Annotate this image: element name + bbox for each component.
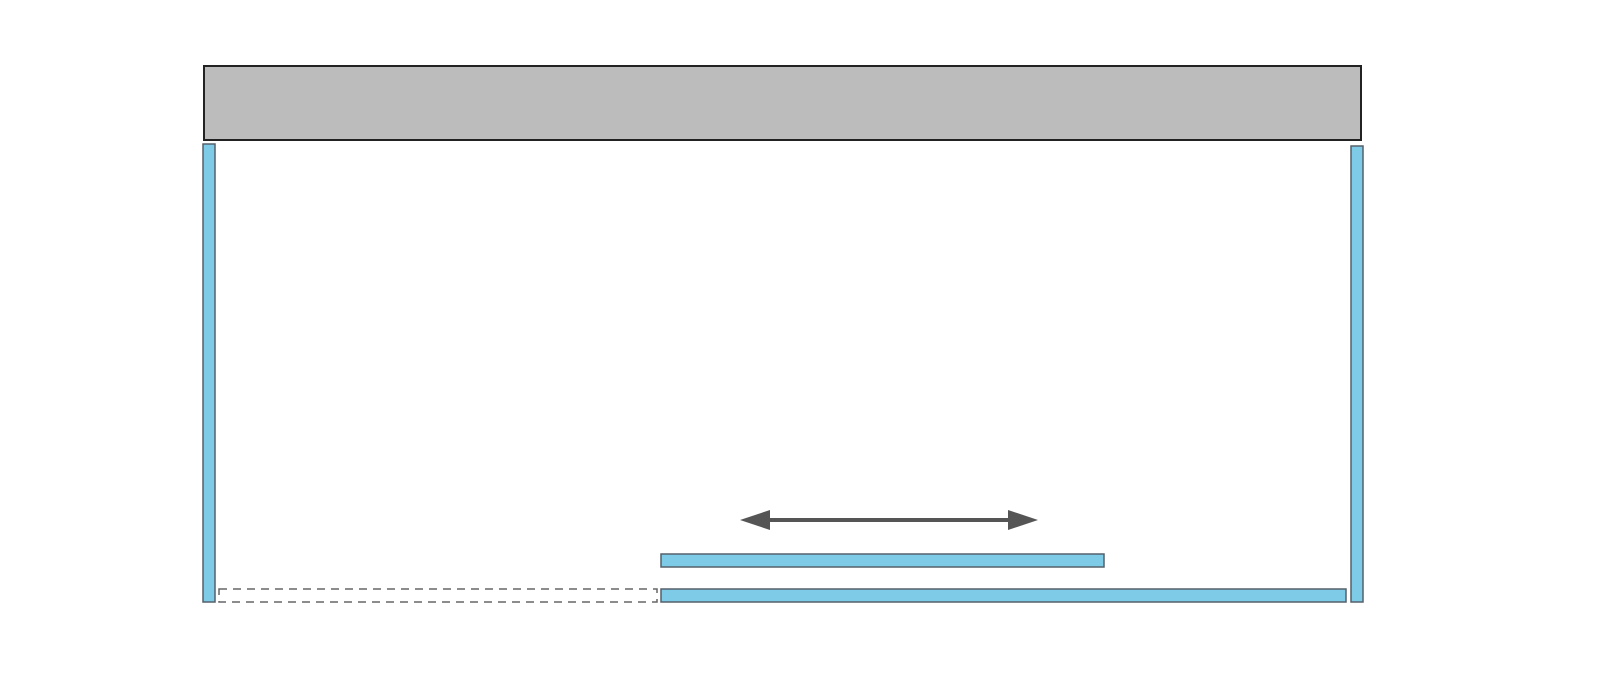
wall: [203, 65, 1362, 141]
fixed-front-panel: [660, 588, 1347, 603]
sliding-door-panel: [660, 553, 1105, 568]
left-side-panel: [202, 143, 216, 603]
arrow-head-right: [1008, 510, 1038, 530]
door-opening-outline: [218, 588, 658, 603]
right-side-panel: [1350, 145, 1364, 603]
arrow-head-left: [740, 510, 770, 530]
double-arrow-icon: [740, 510, 1038, 530]
